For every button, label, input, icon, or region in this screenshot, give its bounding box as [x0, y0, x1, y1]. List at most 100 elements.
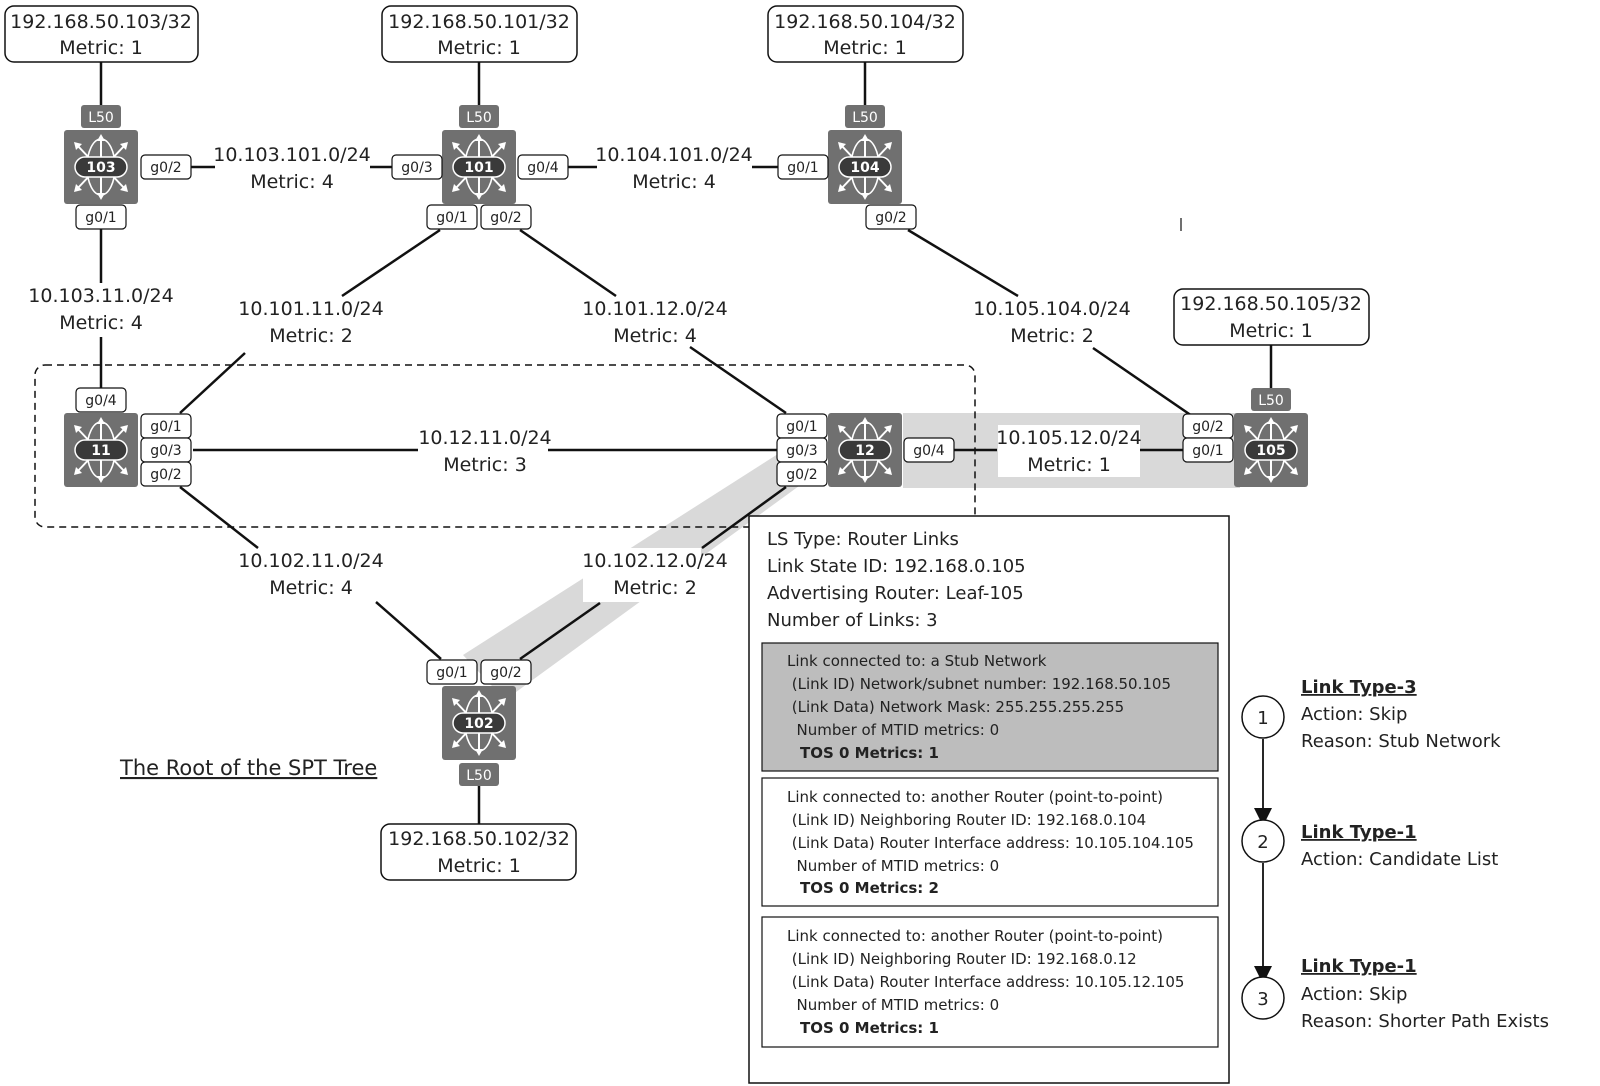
- port-r105-g02: g0/2: [1182, 413, 1234, 439]
- step-heading: Link Type-1: [1301, 822, 1417, 843]
- router-105: 105: [1233, 412, 1309, 488]
- svg-text:g0/4: g0/4: [85, 393, 117, 409]
- root-label: The Root of the SPT Tree: [119, 756, 377, 780]
- link-subnet-label: 10.104.101.0/24: [595, 144, 753, 166]
- svg-text:g0/3: g0/3: [786, 443, 817, 459]
- link-metric-label: Metric: 3: [443, 454, 527, 476]
- svg-text:g0/2: g0/2: [1192, 419, 1223, 435]
- lsa-header-line: Link State ID: 192.168.0.105: [767, 556, 1026, 577]
- router-id: 11: [91, 443, 110, 459]
- link-metric-label: Metric: 4: [250, 171, 334, 193]
- port-r101-g03: g0/3: [391, 154, 443, 180]
- lsa-link-line: Link connected to: another Router (point…: [787, 927, 1163, 945]
- link-metric-label: Metric: 4: [59, 312, 143, 334]
- step-line: Reason: Shorter Path Exists: [1301, 1011, 1549, 1032]
- router-103: 103: [63, 129, 139, 205]
- lsa-link-entry-2: Link connected to: another Router (point…: [761, 777, 1219, 907]
- lsa-link-line: Number of MTID metrics: 0: [787, 721, 999, 739]
- loopback-prefix: 192.168.50.105/32: [1180, 293, 1362, 315]
- port-r101-g04: g0/4: [517, 154, 569, 180]
- link-11-102: [179, 486, 259, 549]
- l50-label: L50: [852, 110, 878, 126]
- router-id: 101: [464, 160, 493, 176]
- link-subnet-label: 10.12.11.0/24: [418, 427, 551, 449]
- lsa-header-line: Advertising Router: Leaf-105: [767, 583, 1024, 604]
- link-subnet-label: 10.101.12.0/24: [582, 298, 727, 320]
- link-metric-label: Metric: 2: [613, 577, 697, 599]
- loopback-metric: Metric: 1: [437, 855, 521, 877]
- router-102: 102: [441, 685, 517, 761]
- label-bg: [998, 425, 1140, 477]
- svg-text:g0/1: g0/1: [786, 419, 817, 435]
- link-subnet-label: 10.102.11.0/24: [238, 550, 383, 572]
- lsa-link-line: (Link ID) Neighboring Router ID: 192.168…: [787, 811, 1146, 829]
- port-r12-g04: g0/4: [903, 437, 955, 463]
- step-line: Action: Candidate List: [1301, 849, 1498, 870]
- link-12-102b: [519, 601, 601, 661]
- svg-text:g0/1: g0/1: [1192, 443, 1223, 459]
- processing-steps: 1 Link Type-3 Action: Skip Reason: Stub …: [1241, 677, 1549, 1032]
- lsa-link-metric: TOS 0 Metrics: 1: [800, 1019, 939, 1037]
- svg-text:g0/3: g0/3: [150, 443, 181, 459]
- lsa-link-line: (Link ID) Neighboring Router ID: 192.168…: [787, 950, 1137, 968]
- svg-text:g0/2: g0/2: [150, 160, 181, 176]
- loopback-box-101: 192.168.50.101/32 Metric: 1: [381, 5, 578, 63]
- svg-text:g0/1: g0/1: [85, 210, 116, 226]
- l50-label: L50: [466, 110, 492, 126]
- link-metric-label: Metric: 4: [632, 171, 716, 193]
- loopback-metric: Metric: 1: [823, 37, 907, 59]
- port-labels: g0/2 g0/1 g0/3 g0/4 g0/1 g0/2 g0/1 g0/2 …: [75, 154, 1234, 685]
- loopback-box-105: 192.168.50.105/32 Metric: 1: [1173, 288, 1370, 346]
- lsa-link-line: Number of MTID metrics: 0: [787, 857, 999, 875]
- port-r11-g02: g0/2: [140, 461, 192, 487]
- port-r101-g02: g0/2: [480, 204, 532, 230]
- step-heading: Link Type-1: [1301, 956, 1417, 977]
- area-boundary: [34, 364, 976, 528]
- loopback-metric: Metric: 1: [1229, 320, 1313, 342]
- link-subnet-label: 10.103.11.0/24: [28, 285, 173, 307]
- l50-label: L50: [1258, 393, 1284, 409]
- link-101-12b: [689, 345, 787, 415]
- svg-text:g0/1: g0/1: [436, 665, 467, 681]
- svg-text:g0/1: g0/1: [787, 160, 818, 176]
- router-11: 11: [63, 412, 139, 488]
- step-number: 2: [1257, 832, 1268, 853]
- svg-text:g0/2: g0/2: [875, 210, 906, 226]
- link-subnet-label: 10.105.12.0/24: [996, 427, 1141, 449]
- step-line: Action: Skip: [1301, 984, 1407, 1005]
- port-r11-g04: g0/4: [75, 387, 127, 413]
- step-2: 2 Link Type-1 Action: Candidate List: [1241, 819, 1498, 870]
- router-104: 104: [827, 129, 903, 205]
- svg-text:g0/4: g0/4: [913, 443, 945, 459]
- lsa-link-line: (Link Data) Router Interface address: 10…: [787, 834, 1194, 852]
- step-3: 3 Link Type-1 Action: Skip Reason: Short…: [1241, 956, 1549, 1032]
- lsa-panel: LS Type: Router Links Link State ID: 192…: [748, 515, 1230, 1084]
- loopback-metric: Metric: 1: [437, 37, 521, 59]
- lsa-link-line: Link connected to: a Stub Network: [787, 652, 1047, 670]
- port-r11-g01: g0/1: [140, 413, 192, 439]
- lsa-link-line: (Link ID) Network/subnet number: 192.168…: [787, 675, 1171, 693]
- links: [99, 62, 1273, 824]
- svg-text:g0/4: g0/4: [527, 160, 559, 176]
- link-metric-label: Metric: 4: [613, 325, 697, 347]
- loopback-box-103: 192.168.50.103/32 Metric: 1: [4, 5, 199, 63]
- port-r102-g01: g0/1: [426, 659, 478, 685]
- svg-text:g0/2: g0/2: [150, 467, 181, 483]
- step-heading: Link Type-3: [1301, 677, 1417, 698]
- link-metric-label: Metric: 1: [1027, 454, 1111, 476]
- port-r12-g02: g0/2: [776, 461, 828, 487]
- port-r104-g02: g0/2: [865, 204, 917, 230]
- port-r101-g01: g0/1: [426, 204, 478, 230]
- lsa-link-line: (Link Data) Router Interface address: 10…: [787, 973, 1184, 991]
- svg-text:g0/2: g0/2: [490, 665, 521, 681]
- link-104-105: [907, 228, 1019, 298]
- lsa-link-entry-3: Link connected to: another Router (point…: [761, 916, 1219, 1048]
- link-101-11b: [179, 352, 246, 414]
- port-r103-g01: g0/1: [75, 204, 127, 230]
- lsa-link-line: Number of MTID metrics: 0: [787, 996, 999, 1014]
- loopback-box-102: 192.168.50.102/32 Metric: 1: [380, 823, 577, 881]
- lsa-link-metric: TOS 0 Metrics: 2: [800, 879, 939, 897]
- link-subnet-label: 10.101.11.0/24: [238, 298, 383, 320]
- router-id: 12: [855, 443, 874, 459]
- lsa-header-line: LS Type: Router Links: [767, 529, 959, 550]
